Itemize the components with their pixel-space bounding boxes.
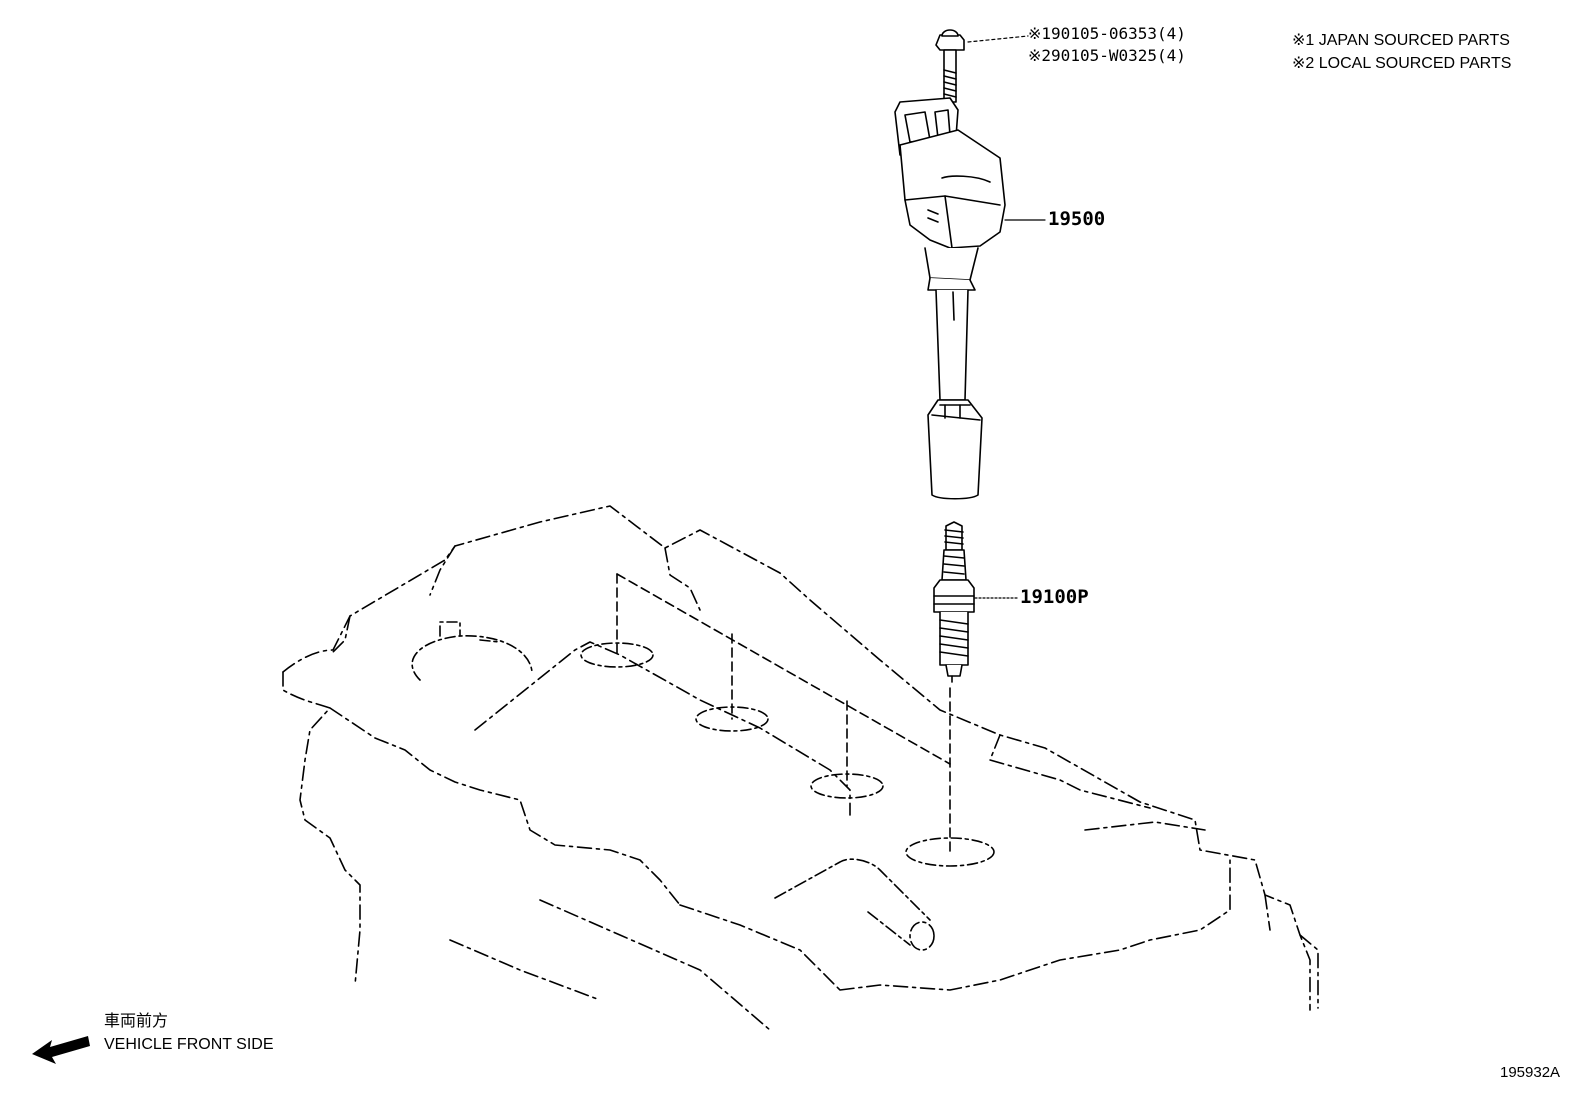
cam-cover-ridge xyxy=(474,641,851,816)
ignition-coil-part-number: 19500 xyxy=(1048,208,1106,230)
flange-bolt xyxy=(935,29,965,103)
plug-well-holes xyxy=(580,642,995,867)
vehicle-front-label: VEHICLE FRONT SIDE xyxy=(104,1036,274,1053)
diagram-reference-number: 195932A xyxy=(1500,1064,1561,1081)
vehicle-front-japanese: 車両前方 xyxy=(104,1013,169,1030)
bolt-local-part-label: ※290105-W0325(4) xyxy=(1028,48,1186,64)
engine-head-outline xyxy=(282,505,1319,1031)
spark-plug xyxy=(933,521,975,683)
local-mark: ※2 xyxy=(1028,46,1052,65)
bolt-japan-part-number: 90105-06353(4) xyxy=(1051,24,1186,43)
bolt-japan-part-label: ※190105-06353(4) xyxy=(1028,26,1186,42)
legend-local-sourced: ※2 LOCAL SOURCED PARTS xyxy=(1292,55,1512,72)
japan-mark: ※1 xyxy=(1028,24,1052,43)
front-arrow-icon xyxy=(32,1036,90,1064)
cam-sprocket xyxy=(411,621,533,681)
leader-lines xyxy=(967,35,1046,599)
oil-filler-pipe xyxy=(774,858,935,951)
bolt-local-part-number: 90105-W0325(4) xyxy=(1051,46,1186,65)
ignition-coil xyxy=(894,97,1006,500)
legend-japan-sourced: ※1 JAPAN SOURCED PARTS xyxy=(1292,32,1510,49)
spark-plug-part-number: 19100P xyxy=(1020,586,1089,608)
